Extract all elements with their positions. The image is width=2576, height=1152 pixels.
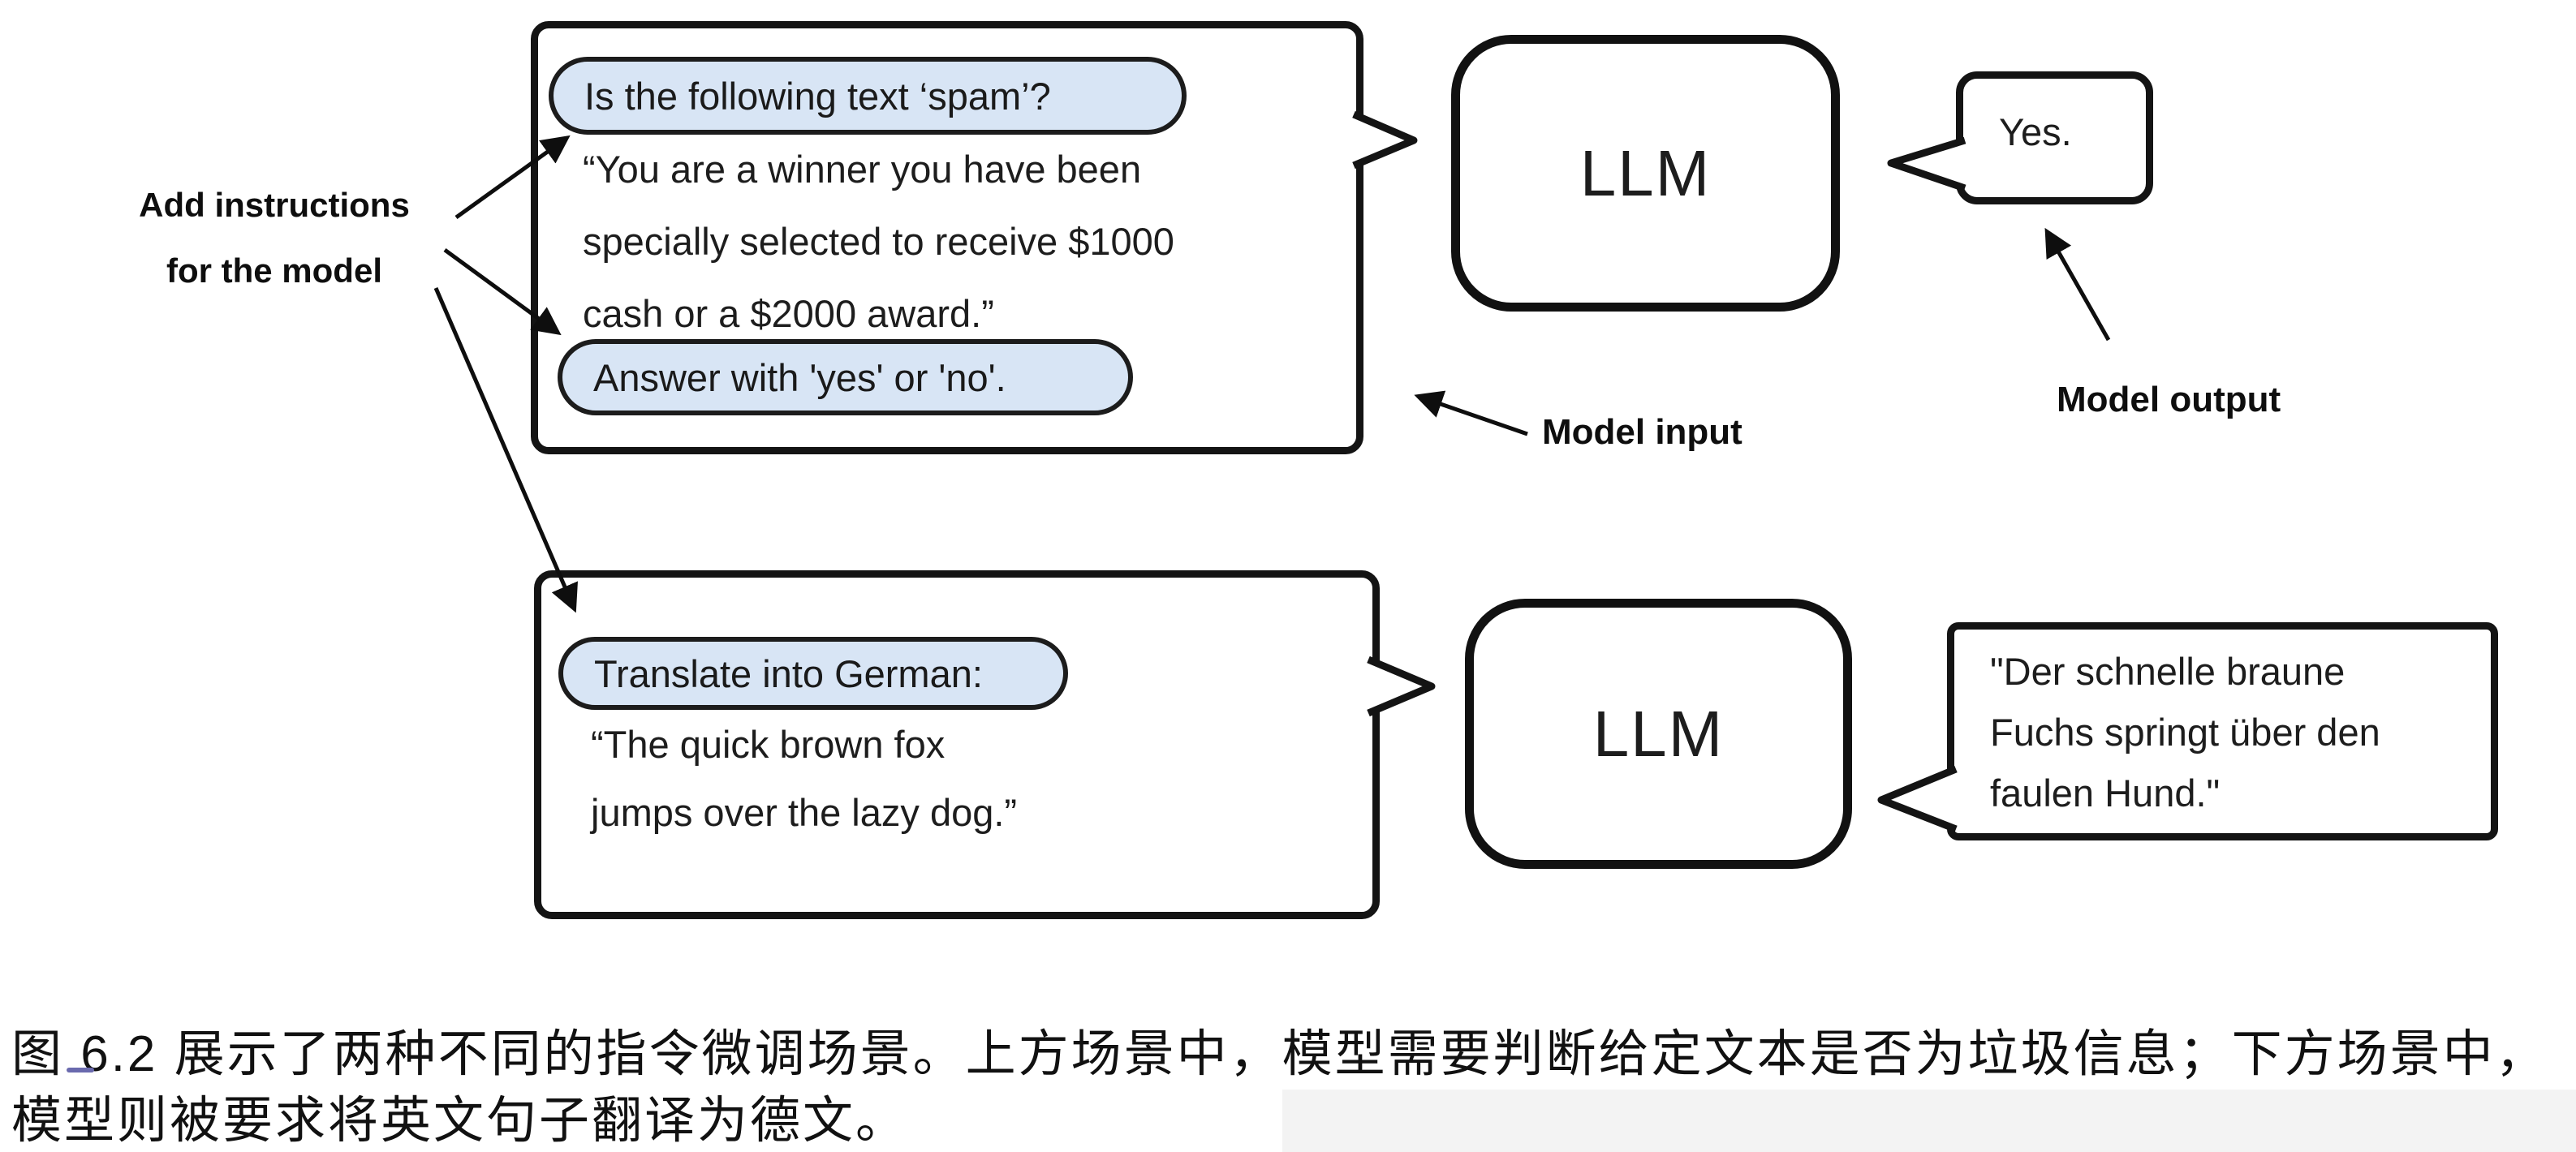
llm-box-top-label: LLM [1579,136,1712,209]
background-gray-zone [1282,1090,2576,1152]
yes-bubble-tail-icon [1887,136,1966,192]
german-output-line-3: faulen Hund." [1990,772,2221,815]
instruction-pill-spam-label: Is the following text ‘spam’? [584,74,1051,118]
model-output-bubble-german: "Der schnelle braune Fuchs springt über … [1947,622,2498,840]
spam-body-line-1: “You are a winner you have been [583,148,1142,191]
model-input-box-bottom [534,570,1380,919]
arrow-model-output-label [2044,227,2111,342]
spam-body-line-3: cash or a $2000 award.” [583,292,994,335]
instruction-pill-spam: Is the following text ‘spam’? [549,57,1187,135]
instruction-pill-answer: Answer with 'yes' or 'no'. [558,339,1133,415]
add-instructions-label-line-1: Add instructions [139,186,410,224]
model-output-bubble-yes: Yes. [1956,71,2153,204]
instruction-pill-translate-label: Translate into German: [594,651,983,695]
spam-body-text: “You are a winner you have been speciall… [583,133,1174,350]
llm-box-top: LLM [1451,35,1840,312]
model-output-label: Model output [2057,380,2281,419]
spam-body-line-2: specially selected to receive $1000 [583,220,1174,263]
german-bubble-tail-icon [1877,765,1958,833]
german-output-line-2: Fuchs springt über den [1990,711,2380,754]
arrow-model-input-label [1414,390,1528,436]
add-instructions-label: Add instructions for the model [110,172,438,303]
caption-link-underscore [67,1068,94,1072]
figure-caption-line-2: 模型则被要求将英文句子翻译为德文。 [11,1093,909,1149]
instruction-pill-answer-label: Answer with 'yes' or 'no'. [593,355,1006,399]
yes-output-text: Yes. [1999,110,2072,153]
figure-caption-line-1: 图 6.2 展示了两种不同的指令微调场景。上方场景中，模型需要判断给定文本是否为… [11,1026,2548,1082]
german-output-line-1: "Der schnelle braune [1990,650,2346,693]
llm-box-bottom: LLM [1465,599,1852,869]
add-instructions-label-line-2: for the model [166,251,382,290]
llm-box-bottom-label: LLM [1592,697,1725,770]
instruction-pill-translate: Translate into German: [558,637,1068,710]
translate-body-line-1: “The quick brown fox [591,723,946,766]
translate-body-text: “The quick brown fox jumps over the lazy… [591,711,1017,847]
translate-body-line-2: jumps over the lazy dog.” [591,791,1018,834]
model-input-label: Model input [1542,412,1742,452]
german-output-text: "Der schnelle braune Fuchs springt über … [1990,641,2380,823]
